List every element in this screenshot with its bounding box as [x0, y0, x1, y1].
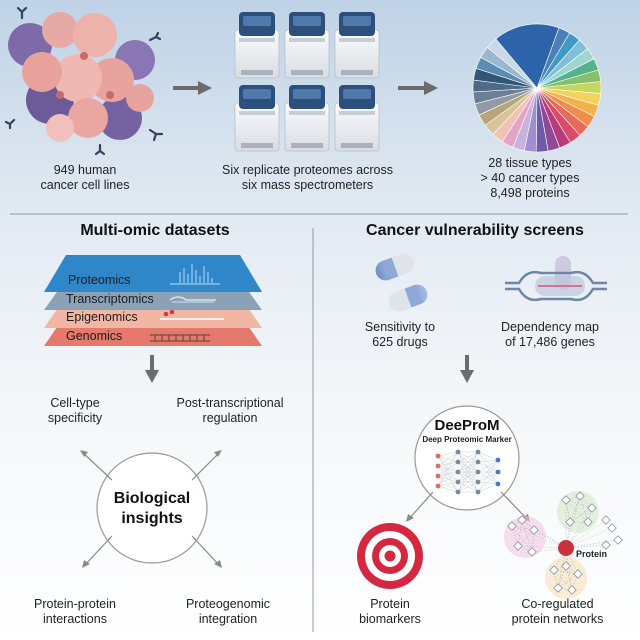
- pie-label: 28 tissue types > 40 cancer types 8,498 …: [455, 156, 605, 201]
- cell-type-label: Cell-type specificity: [20, 396, 130, 426]
- biomarkers-line-2: biomarkers: [359, 612, 421, 626]
- insights-line-2: insights: [121, 510, 183, 527]
- networks-label: Co-regulated protein networks: [490, 597, 625, 627]
- dependency-line-1: Dependency map: [501, 320, 599, 334]
- post-trans-line-1: Post-transcriptional: [176, 396, 284, 410]
- layer-transcriptomics: Transcriptomics: [66, 292, 154, 306]
- flow-arrow-2: [398, 81, 438, 95]
- drugs-line-2: 625 drugs: [372, 335, 428, 349]
- proteogenomic-line-1: Proteogenomic: [185, 597, 271, 611]
- post-trans-line-2: regulation: [202, 411, 258, 425]
- cell-lines-label: 949 human cancer cell lines: [10, 163, 160, 193]
- deeprom-subtitle: Deep Proteomic Marker: [422, 435, 512, 444]
- cancer-cells-icon: [4, 6, 164, 156]
- drugs-line-1: Sensitivity to: [364, 320, 436, 334]
- layer-genomics: Genomics: [66, 329, 123, 343]
- neural-network-icon: [435, 449, 501, 495]
- mass-spectrometer-icon: [234, 12, 280, 79]
- mass-spectrometer-icons: [234, 12, 380, 152]
- pie-line-1: 28 tissue types: [488, 156, 572, 170]
- insights-line-1: Biological: [113, 490, 191, 507]
- mass-spec-label: Six replicate proteomes across six mass …: [200, 163, 415, 193]
- drug-sensitivity-label: Sensitivity to 625 drugs: [350, 320, 450, 350]
- biomarkers-line-1: Protein: [370, 597, 410, 611]
- layer-proteomics: Proteomics: [68, 273, 131, 287]
- ppi-line-1: Protein-protein: [34, 597, 116, 611]
- biological-insights-title: Biological insights: [97, 489, 207, 529]
- down-arrow-right: [460, 355, 474, 383]
- cell-lines-line-2: cancer cell lines: [40, 178, 130, 192]
- cell-type-line-2: specificity: [47, 411, 103, 425]
- cell-lines-line-1: 949 human: [53, 163, 117, 177]
- mass-spec-line-1: Six replicate proteomes across: [222, 163, 393, 177]
- flow-arrow-1: [173, 81, 212, 95]
- deeprom-title: DeeProM: [434, 417, 500, 434]
- multi-omic-heading: Multi-omic datasets: [80, 222, 230, 239]
- mass-spectrometer-icon: [284, 12, 330, 79]
- drug-capsules-icon: [375, 253, 428, 312]
- proteogenomic-line-2: integration: [198, 612, 258, 626]
- post-transcriptional-label: Post-transcriptional regulation: [160, 396, 300, 426]
- tissue-pie-chart-icon: [472, 23, 602, 153]
- pie-line-2: > 40 cancer types: [480, 171, 580, 185]
- omic-layers-stack: [44, 255, 262, 346]
- networks-line-2: protein networks: [511, 612, 604, 626]
- dependency-line-2: of 17,486 genes: [505, 335, 595, 349]
- mass-spectrometer-icon: [284, 85, 330, 152]
- mass-spectrometer-icon: [334, 85, 380, 152]
- cell-type-line-1: Cell-type: [50, 396, 100, 410]
- dependency-map-label: Dependency map of 17,486 genes: [480, 320, 620, 350]
- vulnerability-heading: Cancer vulnerability screens: [366, 222, 584, 239]
- insights-circle: [96, 452, 208, 564]
- pie-line-3: 8,498 proteins: [490, 186, 570, 200]
- biomarker-target-icon: [357, 523, 423, 589]
- ppi-line-2: interactions: [43, 612, 107, 626]
- proteogenomic-label: Proteogenomic integration: [168, 597, 288, 627]
- biomarkers-label: Protein biomarkers: [340, 597, 440, 627]
- networks-line-1: Co-regulated: [521, 597, 594, 611]
- crispr-dependency-icon: [505, 256, 607, 302]
- ppi-label: Protein-protein interactions: [15, 597, 135, 627]
- protein-network-icon: [504, 491, 623, 599]
- mass-spec-line-2: six mass spectrometers: [241, 178, 374, 192]
- protein-hub-label: Protein: [576, 549, 608, 559]
- mass-spectrometer-icon: [334, 12, 380, 79]
- down-arrow-left: [145, 355, 159, 383]
- insight-arrows: [80, 450, 222, 568]
- layer-epigenomics: Epigenomics: [66, 310, 138, 324]
- mass-spectrometer-icon: [234, 85, 280, 152]
